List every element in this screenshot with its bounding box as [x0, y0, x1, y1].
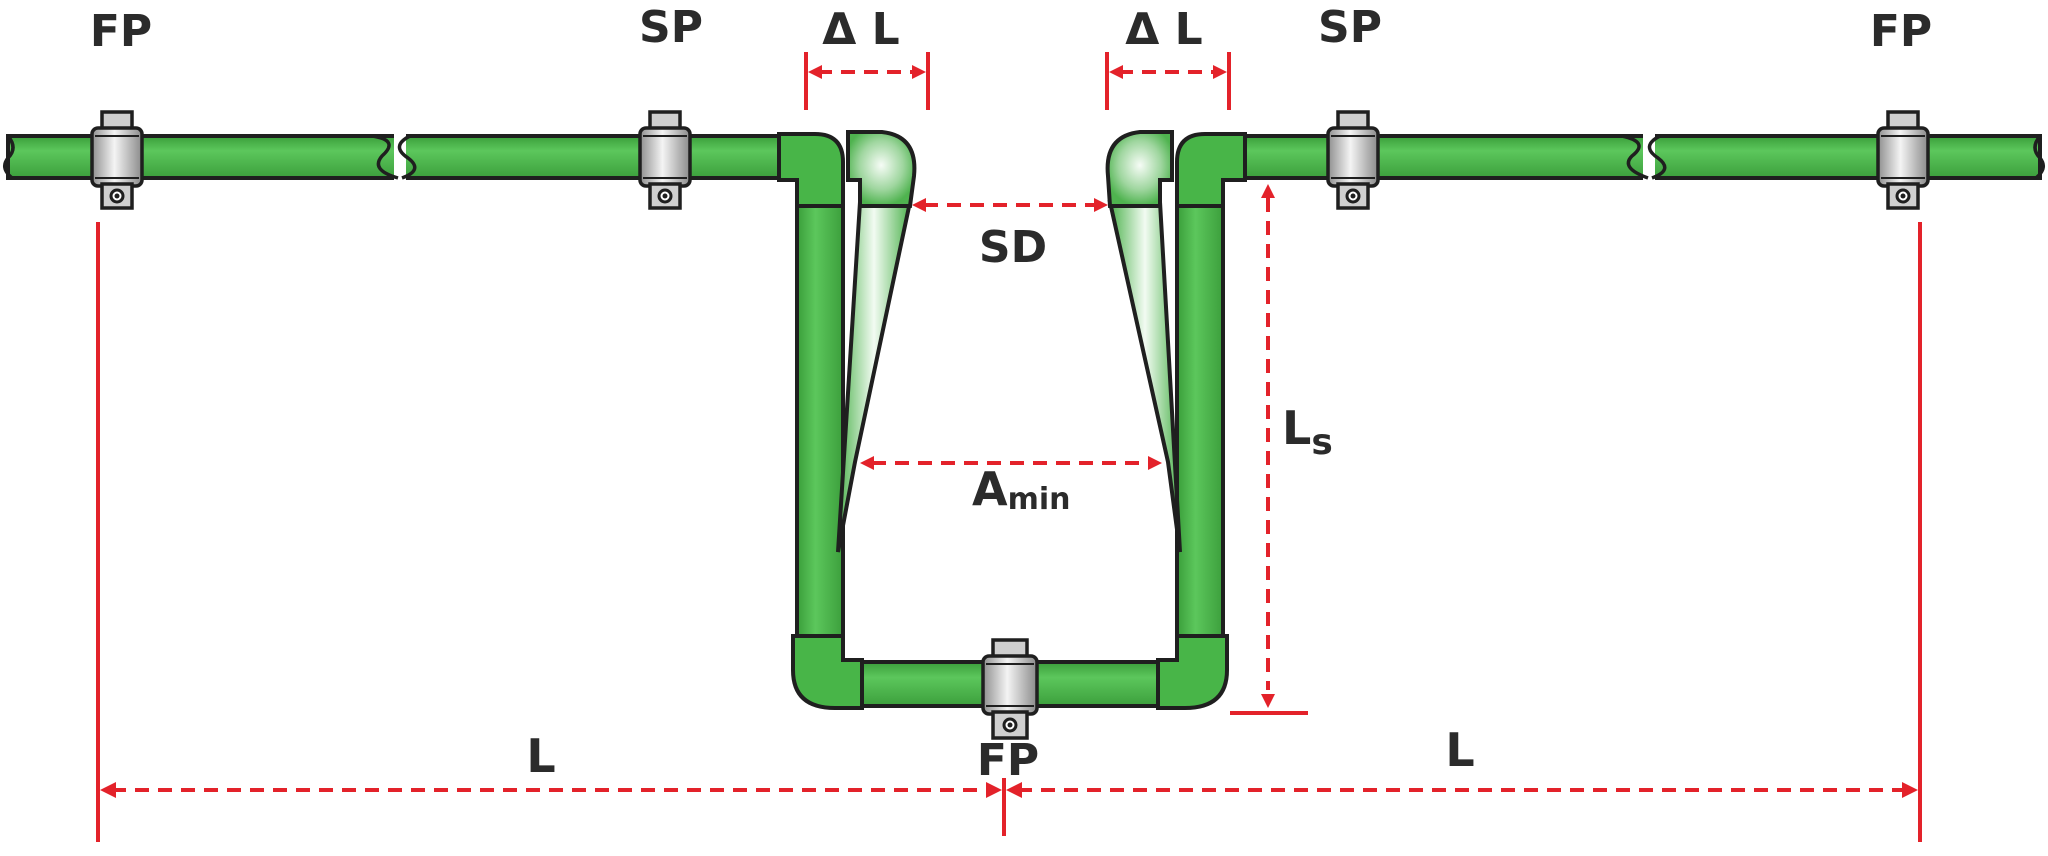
- label-ls-main: L: [1282, 401, 1311, 455]
- label-a-sub: min: [1008, 482, 1071, 517]
- label-fp-right: FP: [1870, 6, 1932, 57]
- clamp-sp-right: [1326, 110, 1380, 210]
- label-fp-left: FP: [90, 6, 152, 57]
- delta-l-right-dimension: [1105, 52, 1231, 110]
- clamp-fp-left: [90, 110, 144, 210]
- elbow-bottom-left: [791, 634, 864, 710]
- elbow-bottom-right: [1156, 634, 1229, 710]
- left-pipe-run: [3, 130, 781, 184]
- label-sp-left: SP: [639, 2, 703, 53]
- a-min-dimension: [860, 456, 1162, 470]
- clamp-fp-right: [1876, 110, 1930, 210]
- label-sp-right: SP: [1318, 2, 1382, 53]
- label-delta-l-right: Δ L: [1125, 4, 1202, 55]
- label-delta-l-left: Δ L: [822, 4, 899, 55]
- expanded-leg-left: [836, 200, 913, 553]
- label-ls: Ls: [1282, 401, 1333, 463]
- label-ls-sub: s: [1311, 422, 1332, 463]
- expanded-leg-right: [1107, 200, 1182, 553]
- label-l-left: L: [526, 729, 555, 783]
- elbow-top-left: [777, 132, 845, 208]
- elbow-ghost-right: [1105, 130, 1174, 208]
- right-pipe-run: [1243, 130, 2045, 184]
- label-l-right: L: [1445, 723, 1474, 777]
- clamp-fp-bottom: [981, 638, 1039, 740]
- ls-dimension: [1230, 184, 1308, 715]
- label-a-main: A: [972, 462, 1008, 516]
- label-fp-bottom: FP: [977, 735, 1039, 786]
- elbow-ghost-left: [846, 130, 917, 208]
- clamp-sp-left: [638, 110, 692, 210]
- delta-l-left-dimension: [804, 52, 930, 110]
- sd-dimension: [912, 198, 1108, 212]
- expansion-loop: [777, 130, 1247, 710]
- elbow-top-right: [1175, 132, 1247, 208]
- label-a-min: Amin: [972, 462, 1071, 517]
- label-sd: SD: [979, 222, 1047, 273]
- l-dimensions: [96, 222, 1922, 842]
